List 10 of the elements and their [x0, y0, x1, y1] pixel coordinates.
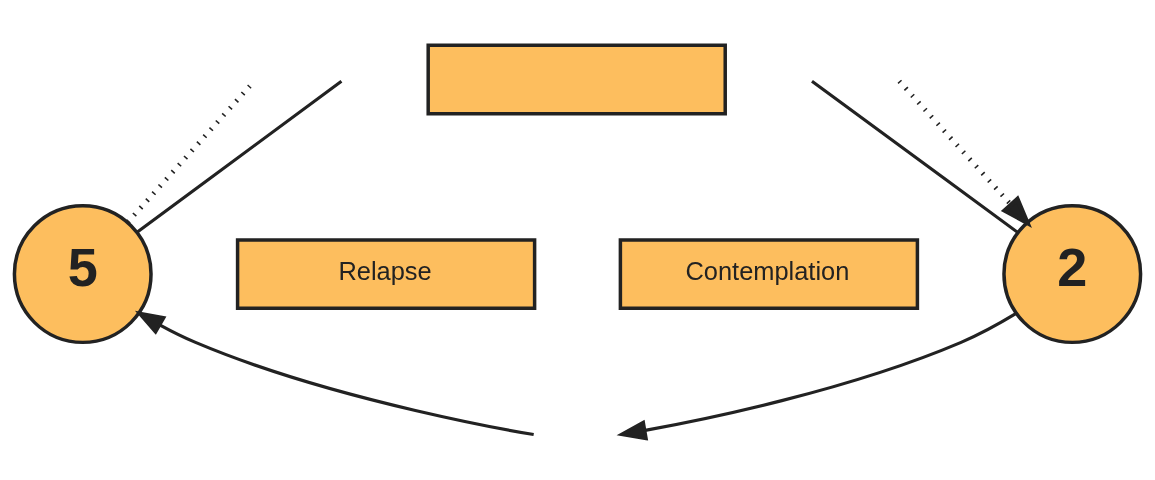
- arrow: [134, 310, 534, 436]
- arrow: [897, 79, 1032, 228]
- arrow: [616, 311, 1017, 441]
- node-box: Contemplation: [618, 237, 920, 310]
- node-box: [426, 43, 727, 115]
- connector: [136, 79, 343, 233]
- node-circle: 5: [12, 203, 153, 344]
- node-circle: 2: [1002, 203, 1143, 344]
- connector: [811, 79, 1019, 234]
- node-box: Relapse: [235, 237, 537, 310]
